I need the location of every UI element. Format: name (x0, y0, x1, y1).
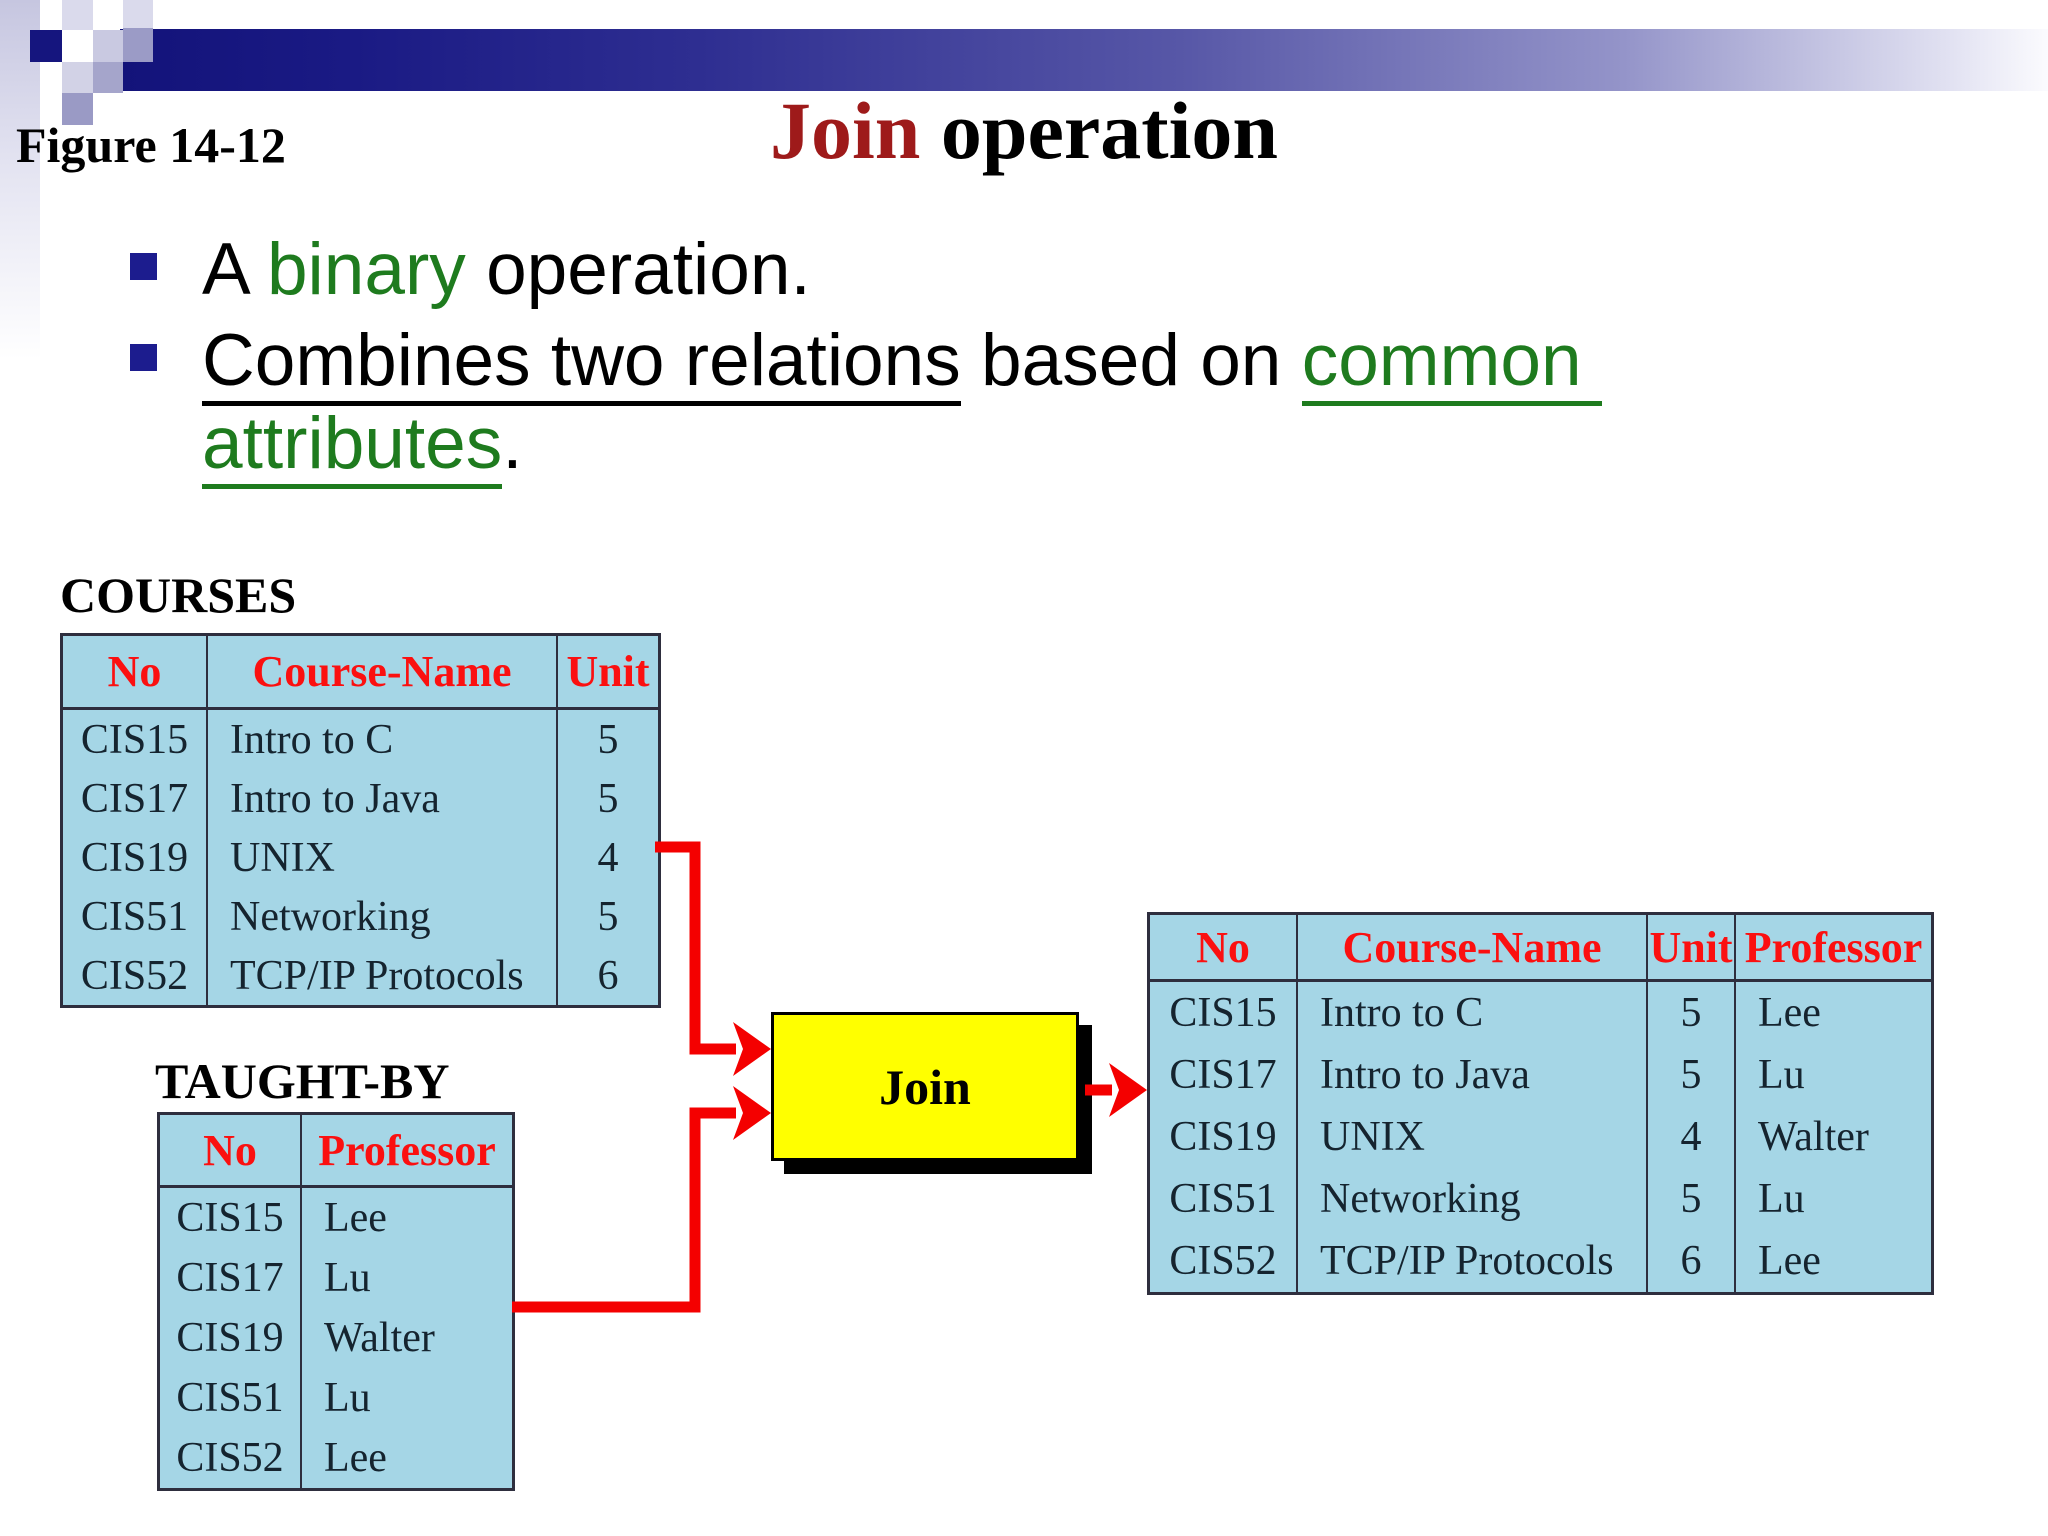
table-cell: 5 (597, 893, 619, 940)
table-cell: UNIX (208, 828, 558, 887)
table-cell: Lee (1758, 1238, 1821, 1284)
table-cell: CIS52 (63, 946, 208, 1005)
bullet-list: A binary operation. Combines two relatio… (130, 228, 1890, 494)
column-header: Professor (302, 1115, 512, 1188)
table-cell: Lee (324, 1435, 387, 1481)
bullet-text-segment: A (202, 229, 267, 310)
bullet-text: A binary operation. (202, 228, 811, 311)
bullet-text-segment: Combines two relations (202, 320, 961, 407)
page-title: Join operation (0, 84, 2048, 178)
arrow-line (512, 1107, 736, 1313)
table-cell: Lee (324, 1195, 387, 1241)
decoration-square (30, 30, 62, 62)
table-cell: CIS15 (63, 710, 208, 769)
table-cell: CIS15 (160, 1188, 302, 1248)
table-cell: TCP/IP Protocols (208, 946, 558, 1005)
arrow-line (655, 841, 736, 1055)
column-header: No (63, 636, 208, 710)
title-rest: operation (920, 85, 1278, 176)
courses-table: No Course-Name Unit CIS15 Intro to C 5 C… (60, 633, 661, 1008)
table-cell: 4 (1648, 1106, 1736, 1168)
table-cell: CIS17 (63, 769, 208, 828)
bullet-square-icon (130, 344, 157, 372)
column-header: No (160, 1115, 302, 1188)
table-cell: Lu (1758, 1176, 1805, 1222)
courses-table-label: COURSES (60, 567, 297, 623)
table-cell: Walter (324, 1315, 435, 1361)
table-cell: Lu (1758, 1052, 1805, 1098)
table-cell: CIS17 (160, 1248, 302, 1308)
table-cell: 5 (1648, 982, 1736, 1044)
column-header: Unit (1648, 915, 1736, 982)
table-cell: CIS51 (1150, 1168, 1298, 1230)
column-header: Course-Name (208, 636, 558, 710)
decoration-square (123, 0, 153, 28)
table-cell: 6 (1648, 1230, 1736, 1292)
bullet-text-segment: common attributes (202, 320, 1602, 490)
bullet-square-icon (130, 253, 157, 280)
table-cell: Networking (208, 887, 558, 946)
decoration-square (62, 0, 93, 30)
table-cell: CIS15 (1150, 982, 1298, 1044)
bullet-text-segment: binary (266, 229, 466, 310)
table-cell: Intro to Java (208, 769, 558, 828)
table-cell: TCP/IP Protocols (1298, 1230, 1648, 1292)
table-cell: CIS17 (1150, 1044, 1298, 1106)
table-cell: CIS51 (63, 887, 208, 946)
decoration-square (93, 62, 123, 93)
table-cell: 5 (1648, 1044, 1736, 1106)
header-gradient-bar (120, 29, 2048, 91)
table-cell: CIS52 (1150, 1230, 1298, 1292)
decoration-square (62, 62, 93, 93)
table-cell: CIS19 (63, 828, 208, 887)
bullet-item: A binary operation. (130, 228, 1890, 311)
result-table: No Course-Name Unit Professor CIS15 Intr… (1147, 912, 1934, 1295)
decoration-square (123, 28, 153, 62)
arrowhead-icon (1109, 1063, 1147, 1117)
table-cell: Lu (324, 1255, 371, 1301)
table-cell: 5 (1648, 1168, 1736, 1230)
table-cell: UNIX (1298, 1106, 1648, 1168)
table-cell: 6 (597, 952, 619, 999)
bullet-text-segment: . (502, 403, 523, 485)
table-cell: Intro to Java (1298, 1044, 1648, 1106)
table-cell: CIS52 (160, 1428, 302, 1488)
column-header: Unit (558, 636, 658, 710)
bullet-text-segment: based on (960, 320, 1302, 402)
join-operation-box: Join (771, 1012, 1079, 1161)
table-cell: Lee (1758, 990, 1821, 1036)
table-cell: Intro to C (208, 710, 558, 769)
column-header: No (1150, 915, 1298, 982)
bullet-item: Combines two relations based on common a… (130, 319, 1890, 490)
table-cell: CIS51 (160, 1368, 302, 1428)
column-header: Professor (1736, 915, 1931, 982)
table-cell: Intro to C (1298, 982, 1648, 1044)
taught-by-table: No Professor CIS15 Lee CIS17 Lu CIS19 Wa… (157, 1112, 515, 1491)
table-cell: Lu (324, 1375, 371, 1421)
decoration-square (93, 30, 123, 62)
table-cell: 4 (597, 834, 619, 881)
arrowhead-icon (733, 1086, 771, 1140)
table-cell: 5 (597, 775, 619, 822)
title-join-word: Join (770, 85, 921, 176)
table-cell: 5 (597, 716, 619, 763)
table-cell: Walter (1758, 1114, 1869, 1160)
bullet-text-segment: operation. (465, 229, 811, 310)
decoration-square (62, 93, 93, 125)
join-label: Join (879, 1058, 971, 1115)
figure-label: Figure 14-12 (16, 117, 286, 173)
table-cell: CIS19 (1150, 1106, 1298, 1168)
table-cell: Networking (1298, 1168, 1648, 1230)
bullet-text: Combines two relations based on common a… (202, 319, 1890, 490)
table-cell: CIS19 (160, 1308, 302, 1368)
arrowhead-icon (733, 1022, 771, 1076)
taught-by-table-label: TAUGHT-BY (155, 1053, 450, 1109)
column-header: Course-Name (1298, 915, 1648, 982)
